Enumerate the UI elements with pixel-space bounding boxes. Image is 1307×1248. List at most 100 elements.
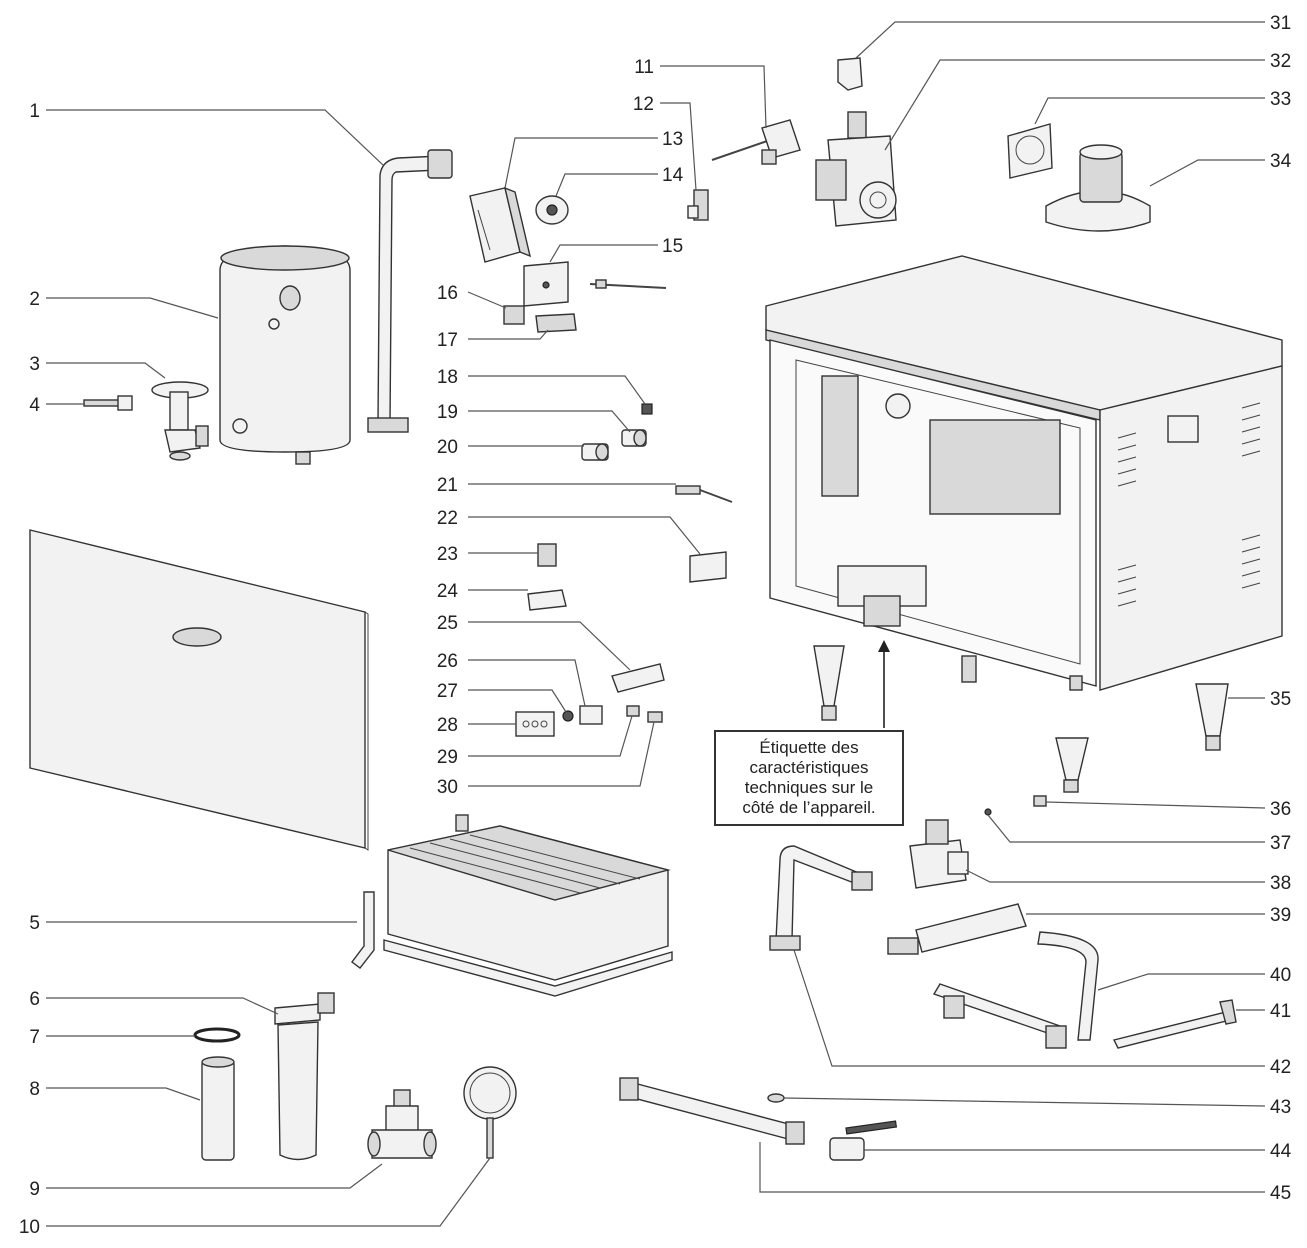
callout-24: 24: [437, 581, 459, 602]
callout-42: 42: [1270, 1057, 1291, 1078]
callout-39: 39: [1270, 905, 1291, 926]
part-6-filter-housing: [274, 992, 335, 1161]
rating-label-note: Étiquette des caractéristiques technique…: [714, 730, 904, 826]
part-21-sensor: [675, 485, 733, 503]
callout-labels: 1 2 3 4 5 6 7 8 9 10 11 12 13 14 15 16 1…: [19, 13, 1292, 1238]
callout-8: 8: [29, 1079, 40, 1100]
callout-1: 1: [29, 101, 40, 122]
callout-13: 13: [662, 129, 683, 150]
callout-7: 7: [29, 1027, 40, 1048]
part-1-pipe: [367, 149, 453, 433]
callout-37: 37: [1270, 833, 1291, 854]
part-20-fitting: [581, 443, 609, 461]
callout-35: 35: [1270, 689, 1291, 710]
part-22-transformer: [689, 551, 727, 583]
part-7-o-ring: [193, 1027, 241, 1043]
part-37-screw: [984, 808, 992, 816]
part-4-probe: [83, 395, 133, 411]
callout-29: 29: [437, 747, 458, 768]
part-27-bushing: [562, 710, 574, 722]
part-11-nozzle: [711, 119, 801, 165]
part-29-plug: [626, 705, 640, 717]
callout-20: 20: [437, 437, 458, 458]
part-18-clip: [641, 403, 653, 415]
note-line-1: Étiquette des: [759, 738, 859, 757]
part-45-hose: [619, 1077, 805, 1145]
callout-45: 45: [1270, 1183, 1291, 1204]
part-2-water-tank: [219, 245, 351, 465]
callout-22: 22: [437, 508, 458, 529]
callout-30: 30: [437, 777, 458, 798]
callout-9: 9: [29, 1179, 40, 1200]
callout-11: 11: [634, 57, 654, 78]
part-42-gas-pipe: [769, 845, 873, 951]
part-41-probe: [1112, 999, 1237, 1049]
part-23-relay: [537, 543, 557, 567]
part-12-switch: [687, 189, 709, 221]
part-24-bracket: [527, 589, 567, 611]
callout-32: 32: [1270, 51, 1291, 72]
callout-25: 25: [437, 613, 458, 634]
callout-44: 44: [1270, 1141, 1292, 1162]
part-19-fitting: [621, 429, 647, 447]
part-43-washer: [767, 1093, 785, 1103]
part-30-plug: [647, 711, 663, 723]
part-3-flange-elbow: [151, 381, 209, 461]
part-34-blower: [1045, 144, 1151, 232]
callout-18: 18: [437, 367, 458, 388]
leader-lines: [46, 21, 1266, 1227]
callout-27: 27: [437, 681, 458, 702]
part-25-ignition-board: [611, 663, 665, 693]
callout-12: 12: [633, 94, 654, 115]
callout-26: 26: [437, 651, 458, 672]
callout-6: 6: [29, 989, 40, 1010]
callout-5: 5: [29, 913, 40, 934]
callout-31: 31: [1270, 13, 1291, 34]
callout-28: 28: [437, 715, 458, 736]
part-17-connector: [535, 313, 577, 333]
part-33-fan-grille: [1007, 123, 1053, 179]
callout-14: 14: [662, 165, 684, 186]
callout-41: 41: [1270, 1001, 1291, 1022]
callout-16: 16: [437, 283, 458, 304]
part-14-pressure-switch: [535, 195, 569, 225]
part-8-cartridge: [201, 1056, 235, 1161]
note-line-3: techniques sur le: [744, 778, 874, 797]
part-28-plate: [515, 711, 555, 737]
part-15-thermostat: [523, 261, 667, 307]
part-16-terminal: [503, 305, 525, 325]
callout-40: 40: [1270, 965, 1291, 986]
part-10-gauge: [463, 1066, 517, 1159]
callout-3: 3: [29, 354, 40, 375]
part-40-tube: [932, 931, 1099, 1049]
callout-34: 34: [1270, 151, 1292, 172]
note-line-2: caractéristiques: [749, 758, 869, 777]
part-26-block: [579, 705, 603, 725]
part-36-nipple: [1033, 795, 1047, 807]
part-32-pump: [815, 111, 897, 227]
part-9-pressure-reducer: [367, 1089, 437, 1159]
callout-10: 10: [19, 1217, 40, 1238]
part-35-feet: [813, 645, 1229, 793]
callout-2: 2: [29, 289, 40, 310]
part-5-heat-exchanger: [351, 814, 673, 997]
cabinet: [765, 255, 1283, 691]
callout-19: 19: [437, 402, 458, 423]
part-44-ball-valve: [829, 1120, 898, 1161]
callout-33: 33: [1270, 89, 1291, 110]
part-38-gas-valve: [909, 819, 969, 889]
note-line-4: côté de l’appareil.: [742, 798, 876, 817]
part-39-burner: [887, 903, 1027, 955]
callout-36: 36: [1270, 799, 1291, 820]
callout-43: 43: [1270, 1097, 1291, 1118]
callout-4: 4: [29, 395, 40, 416]
part-13-control-board: [469, 186, 531, 263]
callout-17: 17: [437, 330, 458, 351]
callout-38: 38: [1270, 873, 1291, 894]
callout-15: 15: [662, 236, 683, 257]
callout-21: 21: [437, 475, 458, 496]
front-panel: [29, 529, 369, 851]
callout-23: 23: [437, 544, 458, 565]
part-31-elbow: [837, 57, 863, 91]
